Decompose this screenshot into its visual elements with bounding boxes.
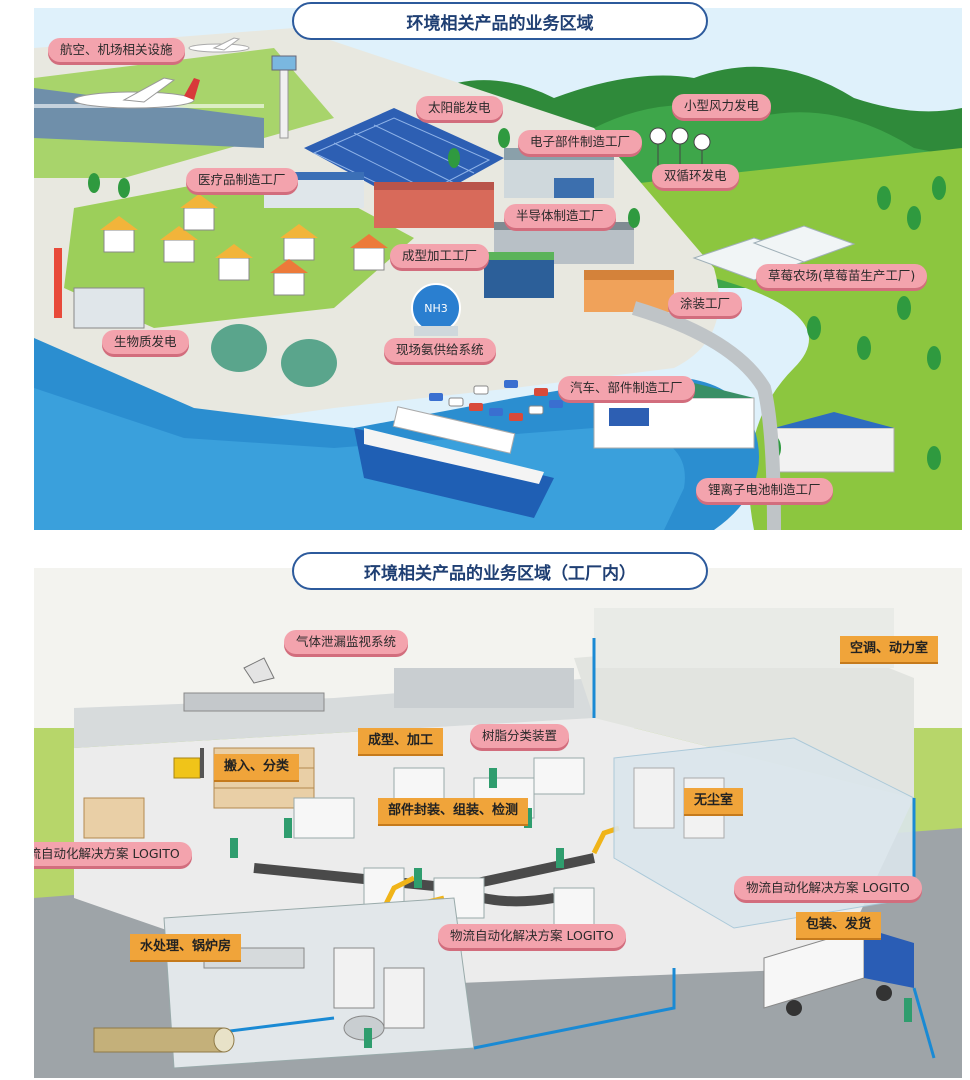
painting-plant-building <box>584 270 674 312</box>
ammonia-tank-icon: NH3 <box>411 283 461 336</box>
label-parts-seal: 部件封装、组装、检测 <box>378 798 529 824</box>
label-semiconductor: 半导体制造工厂 <box>504 204 616 228</box>
cargo-ship-icon <box>354 406 554 518</box>
label-ammonia: 现场氨供给系统 <box>384 338 496 362</box>
city-illustration-panel: NH3 <box>34 8 962 530</box>
drain-pipe-icon <box>93 1027 235 1053</box>
gas-tank-icon <box>211 324 267 372</box>
electronics-factory-building <box>504 148 614 198</box>
label-electronics: 电子部件制造工厂 <box>518 130 643 154</box>
label-dual-loop: 双循环发电 <box>652 164 739 188</box>
label-hvac: 空调、动力室 <box>840 636 939 662</box>
biomass-plant <box>54 248 337 387</box>
battery-plant-building <box>773 412 895 473</box>
label-cleanroom: 无尘室 <box>684 788 744 814</box>
label-aviation: 航空、机场相关设施 <box>48 38 185 62</box>
semiconductor-factory-building <box>374 182 494 228</box>
parking-lot-cars <box>429 380 563 421</box>
ammonia-tank-label: NH3 <box>424 302 448 315</box>
label-water-boiler: 水处理、锅炉房 <box>130 934 242 960</box>
label-solar: 太阳能发电 <box>416 96 503 120</box>
tree-cluster <box>88 128 946 470</box>
label-molding-processing: 成型、加工 <box>358 728 444 754</box>
label-resin-sorting: 树脂分类装置 <box>470 724 570 748</box>
house-cluster <box>100 194 388 296</box>
delivery-truck-icon <box>763 927 914 1016</box>
forklift-icon <box>173 748 204 779</box>
gas-tank-icon <box>281 339 337 387</box>
label-gas-leak: 气体泄漏监视系统 <box>284 630 409 654</box>
label-strawberry: 草莓农场(草莓苗生产工厂) <box>756 264 928 288</box>
label-battery: 锂离子电池制造工厂 <box>696 478 833 502</box>
wind-turbine-icon <box>649 127 711 173</box>
top-title: 环境相关产品的业务区域 <box>292 2 708 40</box>
greenhouse-icon <box>692 225 856 281</box>
city-scene-illustration: NH3 <box>34 8 962 530</box>
label-small-wind: 小型风力发电 <box>672 94 772 118</box>
label-molding: 成型加工工厂 <box>390 244 490 268</box>
bottom-title: 环境相关产品的业务区域（工厂内） <box>292 552 708 590</box>
label-logito-left: 物流自动化解决方案 LOGITO <box>34 842 192 866</box>
label-biomass: 生物质发电 <box>102 330 189 354</box>
label-logito-right: 物流自动化解决方案 LOGITO <box>734 876 922 900</box>
label-carry-sort: 搬入、分类 <box>214 754 300 780</box>
water-boiler-room <box>163 897 475 1069</box>
factory-illustration-panel: 气体泄漏监视系统 空调、动力室 成型、加工 树脂分类装置 搬入、分类 无尘室 部… <box>34 568 962 1078</box>
label-auto-parts: 汽车、部件制造工厂 <box>558 376 695 400</box>
molding-plant-building <box>484 252 554 298</box>
label-painting: 涂装工厂 <box>668 292 743 316</box>
gas-detector-icon <box>183 657 325 712</box>
label-medical: 医疗品制造工厂 <box>186 168 298 192</box>
airplane-icon <box>73 77 200 109</box>
control-tower-icon <box>271 55 297 139</box>
label-logito-center: 物流自动化解决方案 LOGITO <box>438 924 626 948</box>
label-pack-ship: 包装、发货 <box>796 912 882 938</box>
